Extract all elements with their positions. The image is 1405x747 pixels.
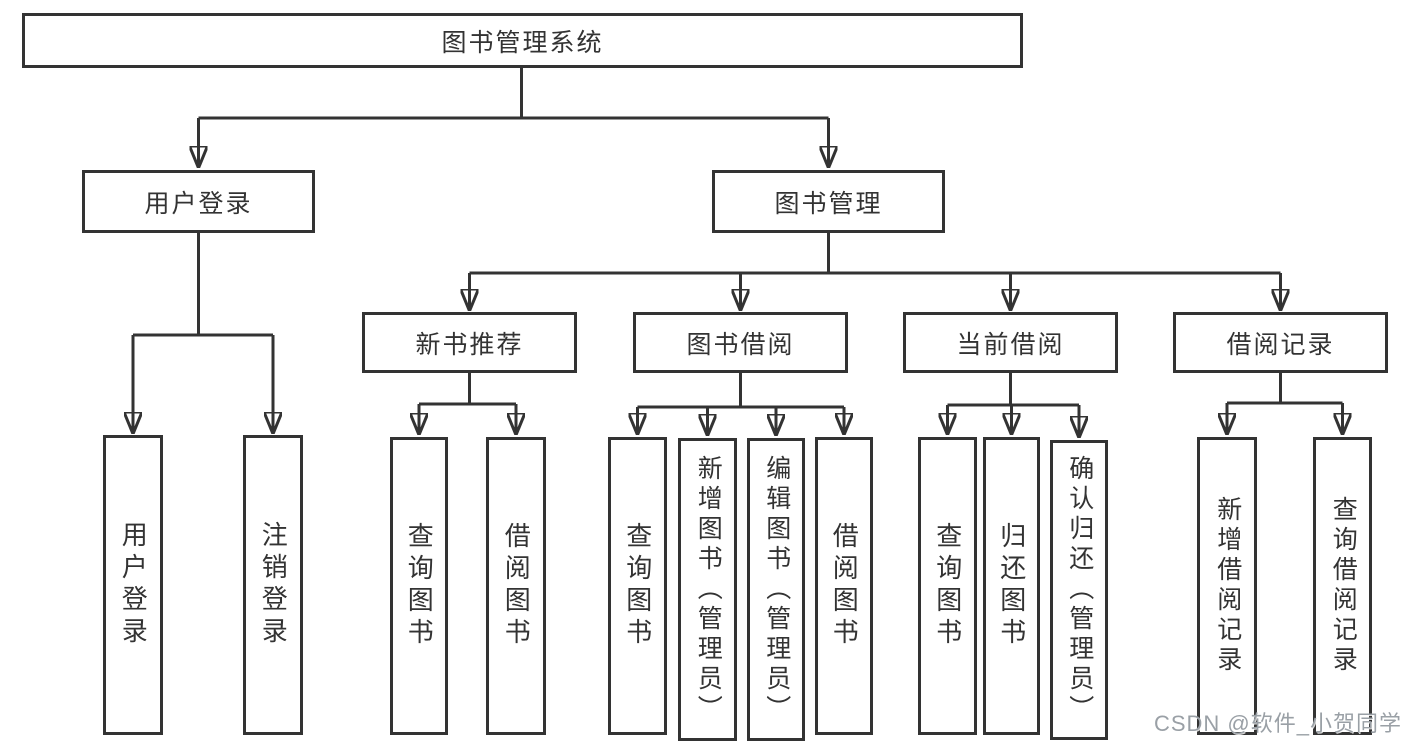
- node-user-login: 用户登录: [82, 170, 315, 233]
- node-book-management: 图书管理: [712, 170, 945, 233]
- connector-book-management: [470, 233, 1281, 310]
- leaf-borrow-edit-admin: 编辑图书（管理员）: [747, 438, 805, 741]
- leaf-current-return-label: 归还图书: [996, 522, 1027, 650]
- leaf-borrow-add-admin: 新增图书（管理员）: [678, 438, 737, 741]
- watermark: CSDN @软件_小贺同学: [1153, 711, 1402, 736]
- connector-root: [199, 68, 829, 167]
- leaf-current-query: 查询图书: [918, 437, 977, 735]
- leaf-records-add-label: 新增借阅记录: [1213, 496, 1242, 676]
- leaf-borrow-borrow: 借阅图书: [815, 437, 873, 735]
- leaf-borrow-query-label: 查询图书: [622, 522, 653, 650]
- connector-borrow-records: [1227, 373, 1343, 434]
- node-current-borrow: 当前借阅: [903, 312, 1118, 373]
- node-user-login-label: 用户登录: [144, 189, 253, 218]
- connector-book-borrow: [638, 373, 845, 435]
- node-book-management-label: 图书管理: [774, 189, 883, 218]
- leaf-records-query: 查询借阅记录: [1313, 437, 1372, 735]
- leaf-newbook-borrow-label: 借阅图书: [501, 522, 532, 650]
- leaf-records-add: 新增借阅记录: [1197, 437, 1257, 735]
- node-borrow-records: 借阅记录: [1173, 312, 1388, 373]
- node-book-borrow-label: 图书借阅: [686, 330, 795, 359]
- leaf-records-query-label: 查询借阅记录: [1329, 496, 1358, 676]
- connector-current-borrow: [948, 373, 1080, 437]
- leaf-borrow-add-admin-label: 新增图书（管理员）: [694, 454, 723, 725]
- leaf-logout: 注销登录: [243, 435, 303, 735]
- node-borrow-records-label: 借阅记录: [1226, 330, 1335, 359]
- node-root-label: 图书管理系统: [441, 28, 604, 57]
- node-root: 图书管理系统: [22, 13, 1023, 68]
- leaf-newbook-borrow: 借阅图书: [486, 437, 546, 735]
- connector-new-books: [419, 373, 516, 434]
- leaf-current-return: 归还图书: [983, 437, 1040, 735]
- node-new-books: 新书推荐: [362, 312, 577, 373]
- leaf-borrow-query: 查询图书: [608, 437, 667, 735]
- leaf-user-login: 用户登录: [103, 435, 163, 735]
- connector-user-login: [133, 233, 273, 433]
- node-current-borrow-label: 当前借阅: [956, 330, 1065, 359]
- leaf-newbook-query: 查询图书: [390, 437, 448, 735]
- leaf-borrow-edit-admin-label: 编辑图书（管理员）: [762, 454, 791, 725]
- leaf-current-confirm-admin: 确认归还（管理员）: [1050, 440, 1108, 740]
- leaf-current-query-label: 查询图书: [932, 522, 963, 650]
- node-book-borrow: 图书借阅: [633, 312, 848, 373]
- leaf-logout-label: 注销登录: [258, 521, 289, 649]
- leaf-newbook-query-label: 查询图书: [404, 522, 435, 650]
- node-new-books-label: 新书推荐: [415, 330, 524, 359]
- leaf-user-login-label: 用户登录: [118, 521, 149, 649]
- leaf-current-confirm-admin-label: 确认归还（管理员）: [1065, 455, 1094, 725]
- leaf-borrow-borrow-label: 借阅图书: [829, 522, 860, 650]
